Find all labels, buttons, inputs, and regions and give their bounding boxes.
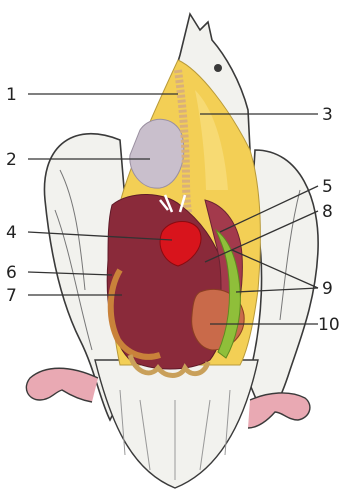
- tail-feathers: [95, 360, 258, 488]
- label-8: 8: [322, 202, 333, 222]
- label-6: 6: [6, 263, 17, 283]
- right-leg: [248, 393, 310, 428]
- crop: [130, 119, 184, 188]
- label-1: 1: [6, 85, 17, 105]
- label-2: 2: [6, 150, 17, 170]
- label-7: 7: [6, 286, 17, 306]
- left-leg: [26, 368, 98, 402]
- eye-icon: [214, 64, 222, 72]
- label-9: 9: [322, 279, 333, 299]
- label-3: 3: [322, 105, 333, 125]
- label-4: 4: [6, 223, 17, 243]
- label-5: 5: [322, 177, 333, 197]
- label-10: 10: [318, 315, 340, 335]
